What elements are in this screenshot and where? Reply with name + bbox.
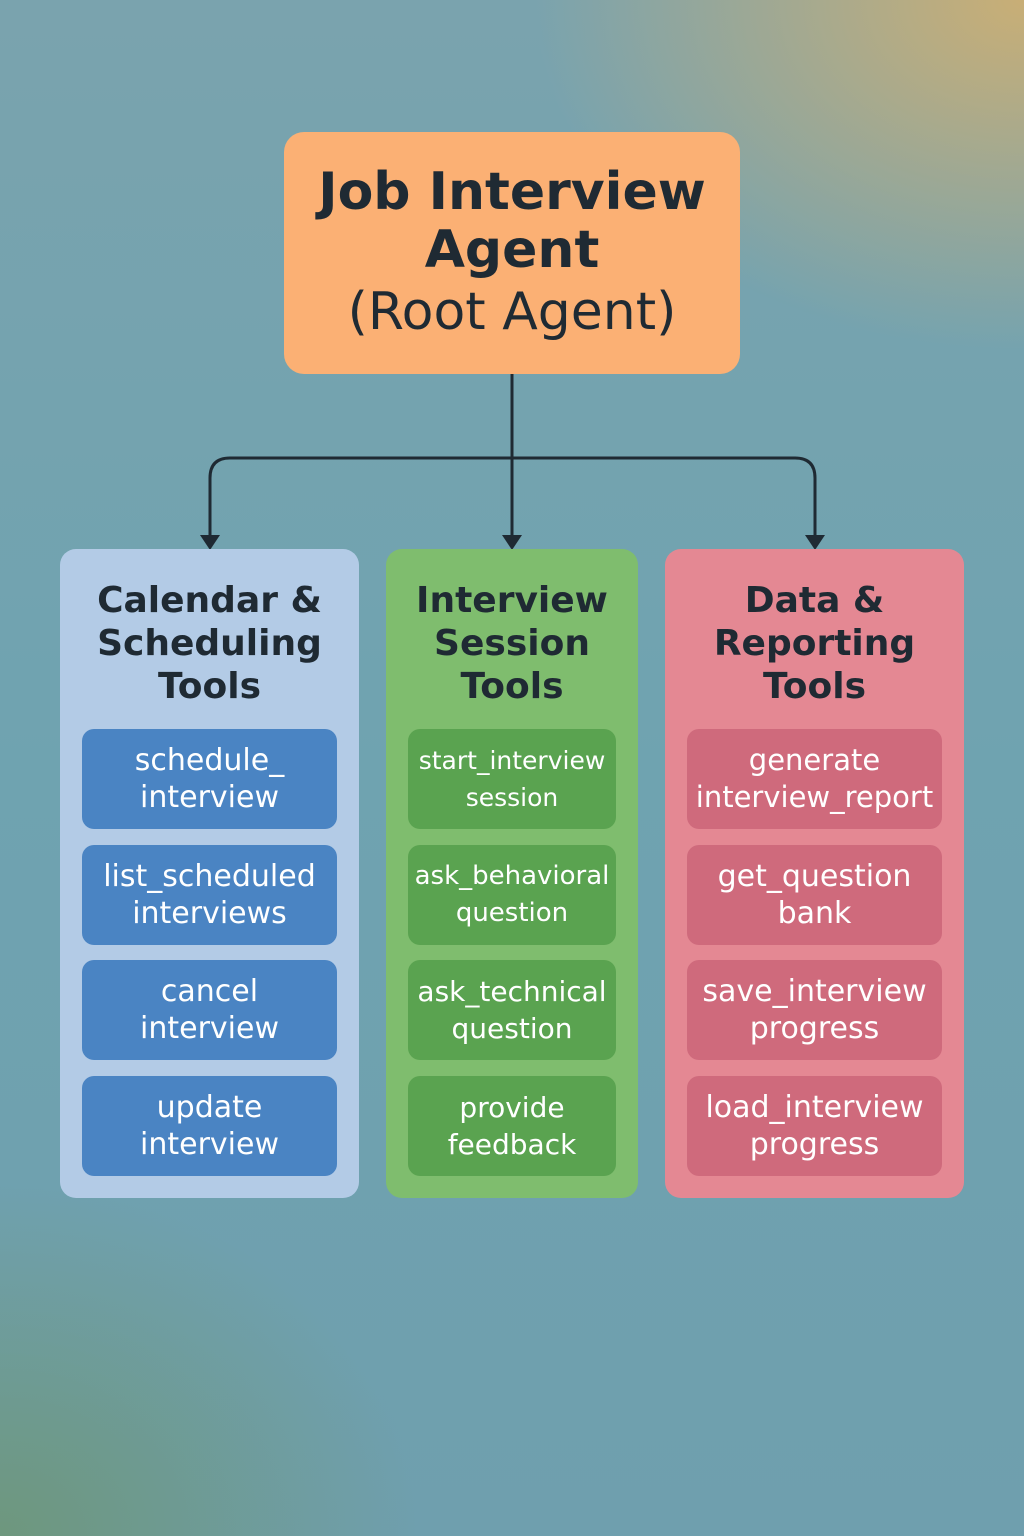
- tool-generate-interview-report: generate interview_report: [687, 729, 942, 829]
- tool-cancel-interview: cancel interview: [82, 960, 337, 1060]
- arrowhead-left: [200, 535, 220, 550]
- column-heading: Data & Reporting Tools: [713, 580, 916, 707]
- column-heading: Interview Session Tools: [416, 580, 608, 707]
- tool-save-interview-progress: save_interview progress: [687, 960, 942, 1060]
- connector-right: [512, 456, 817, 536]
- column-heading: Calendar & Scheduling Tools: [97, 580, 322, 707]
- tool-load-interview-progress: load_interview progress: [687, 1076, 942, 1176]
- root-agent-title: Job Interview Agent: [318, 162, 706, 280]
- connector-arrows: [200, 374, 825, 550]
- tool-start-interview-session: start_interview session: [408, 729, 616, 829]
- tool-get-question-bank: get_question bank: [687, 845, 942, 945]
- root-agent-subtitle: (Root Agent): [347, 282, 677, 342]
- root-agent-box: Job Interview Agent (Root Agent): [284, 132, 740, 374]
- data-reporting-panel: Data & Reporting Tools generate intervie…: [665, 549, 964, 1198]
- tool-update-interview: update interview: [82, 1076, 337, 1176]
- tool-schedule-interview: schedule_ interview: [82, 729, 337, 829]
- calendar-scheduling-panel: Calendar & Scheduling Tools schedule_ in…: [60, 549, 359, 1198]
- tool-list-scheduled-interviews: list_scheduled interviews: [82, 845, 337, 945]
- connector-left: [208, 456, 512, 536]
- arrowhead-center: [502, 535, 522, 550]
- interview-session-panel: Interview Session Tools start_interview …: [386, 549, 638, 1198]
- arrowhead-right: [805, 535, 825, 550]
- tool-ask-technical-question: ask_technical question: [408, 960, 616, 1060]
- tool-ask-behavioral-question: ask_behavioral question: [408, 845, 616, 945]
- tool-provide-feedback: provide feedback: [408, 1076, 616, 1176]
